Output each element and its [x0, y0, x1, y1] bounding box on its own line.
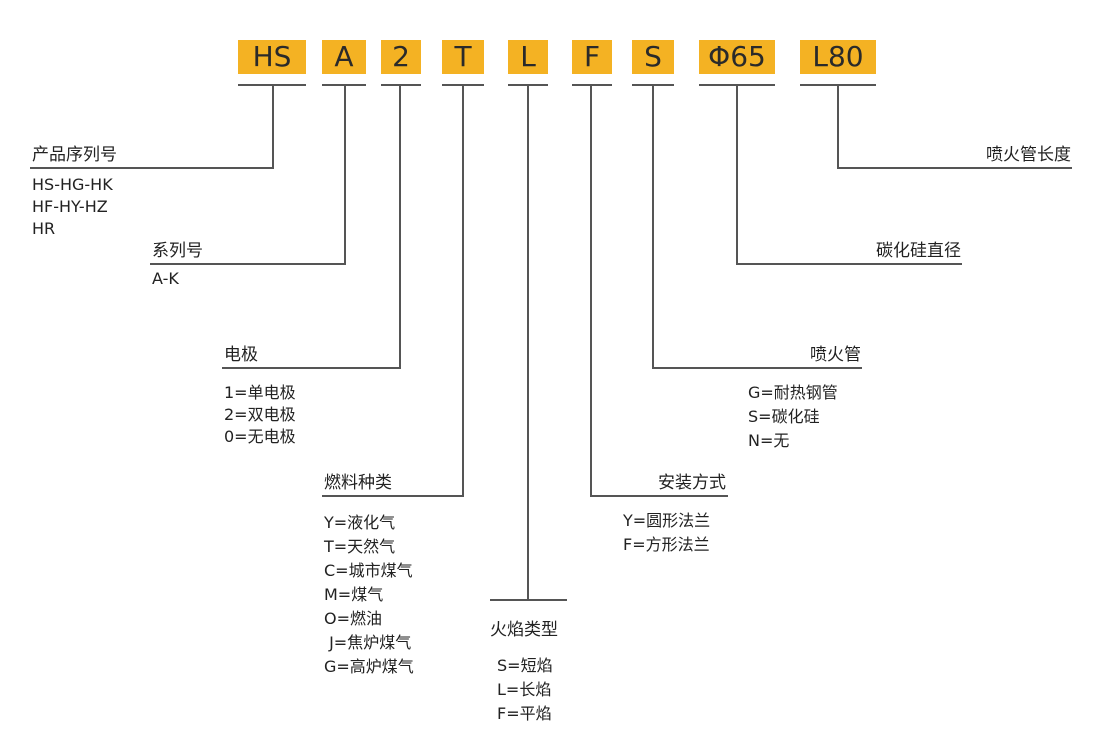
nozzle-length-title: 喷火管长度 — [986, 145, 1071, 165]
product-series-option: HS-HG-HK — [32, 175, 113, 194]
underline-t — [442, 84, 484, 86]
nozzle-option: G=耐热钢管 — [748, 383, 838, 402]
fuel-type-option: J=焦炉煤气 — [324, 633, 412, 652]
install-method-options: Y=圆形法兰 F=方形法兰 — [623, 509, 710, 557]
code-box-phi65: Φ65 — [699, 40, 775, 74]
underline-2 — [381, 84, 421, 86]
nozzle-option: S=碳化硅 — [748, 407, 820, 426]
electrode-options: 1=单电极 2=双电极 0=无电极 — [224, 382, 296, 448]
underline-l80 — [800, 84, 876, 86]
install-method-title: 安装方式 — [658, 473, 726, 493]
connector-s — [652, 86, 862, 369]
fuel-type-title: 燃料种类 — [324, 473, 392, 493]
product-series-options: HS-HG-HK HF-HY-HZ HR — [32, 174, 113, 240]
nozzle-option: N=无 — [748, 431, 790, 450]
code-box-hs: HS — [238, 40, 306, 74]
series-no-option: A-K — [152, 269, 179, 288]
flame-type-title: 火焰类型 — [490, 620, 558, 640]
code-box-2: 2 — [381, 40, 421, 74]
electrode-title: 电极 — [224, 345, 258, 365]
code-box-l: L — [508, 40, 548, 74]
connector-hs — [30, 86, 274, 169]
underline-a — [322, 84, 366, 86]
connector-l80 — [837, 86, 1072, 169]
electrode-option: 0=无电极 — [224, 427, 296, 446]
underline-phi65 — [699, 84, 775, 86]
product-series-option: HF-HY-HZ — [32, 197, 108, 216]
fuel-type-option: T=天然气 — [324, 537, 396, 556]
flame-type-option: F=平焰 — [497, 704, 552, 723]
electrode-option: 1=单电极 — [224, 383, 296, 402]
fuel-type-option: C=城市煤气 — [324, 561, 413, 580]
code-box-l80: L80 — [800, 40, 876, 74]
series-no-options: A-K — [152, 268, 179, 290]
flame-type-option: S=短焰 — [497, 656, 553, 675]
nozzle-options: G=耐热钢管 S=碳化硅 N=无 — [748, 381, 838, 453]
flame-type-options: S=短焰 L=长焰 F=平焰 — [497, 654, 553, 726]
fuel-type-option: G=高炉煤气 — [324, 657, 414, 676]
product-series-option: HR — [32, 219, 56, 238]
connector-f — [590, 86, 728, 497]
install-method-option: F=方形法兰 — [623, 535, 710, 554]
connector-phi65 — [736, 86, 962, 265]
flame-type-option: L=长焰 — [497, 680, 552, 699]
electrode-option: 2=双电极 — [224, 405, 296, 424]
fuel-type-option: M=煤气 — [324, 585, 384, 604]
fuel-type-option: Y=液化气 — [324, 513, 396, 532]
nozzle-title: 喷火管 — [810, 345, 861, 365]
connector-t — [322, 86, 464, 497]
product-series-title: 产品序列号 — [32, 145, 117, 165]
code-box-a: A — [322, 40, 366, 74]
connector-2 — [222, 86, 401, 369]
fuel-type-options: Y=液化气 T=天然气 C=城市煤气 M=煤气 O=燃油 J=焦炉煤气 G=高炉… — [324, 511, 414, 679]
series-no-title: 系列号 — [152, 241, 203, 261]
underline-l — [508, 84, 548, 86]
underline-hs — [238, 84, 306, 86]
underline-f — [572, 84, 612, 86]
install-method-option: Y=圆形法兰 — [623, 511, 711, 530]
code-box-t: T — [442, 40, 484, 74]
fuel-type-option: O=燃油 — [324, 609, 383, 628]
code-box-f: F — [572, 40, 612, 74]
sic-diameter-title: 碳化硅直径 — [876, 241, 961, 261]
code-box-s: S — [632, 40, 674, 74]
underline-s — [632, 84, 674, 86]
connector-a — [150, 86, 346, 265]
